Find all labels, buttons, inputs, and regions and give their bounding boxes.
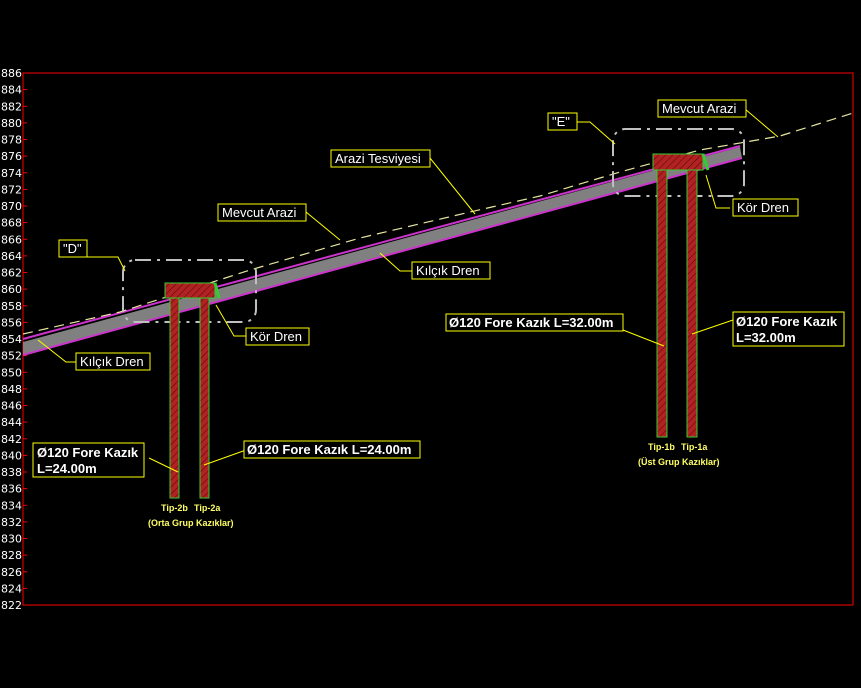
elevation-tick-label: 862 bbox=[1, 267, 22, 280]
callout-detail-d: "D" bbox=[58, 239, 88, 258]
elevation-tick-label: 832 bbox=[1, 516, 22, 529]
elevation-tick-label: 826 bbox=[1, 566, 22, 579]
elevation-tick-label: 874 bbox=[1, 167, 22, 180]
elevation-tick-label: 852 bbox=[1, 350, 22, 363]
elevation-tick-label: 836 bbox=[1, 483, 22, 496]
elevation-tick-label: 872 bbox=[1, 183, 22, 196]
pile-type-1b: Tip-1b bbox=[648, 442, 675, 452]
elevation-tick-label: 864 bbox=[1, 250, 22, 263]
pile-label-middle-right-text: Ø120 Fore Kazık L=24.00m bbox=[247, 442, 411, 457]
elevation-tick-label: 854 bbox=[1, 333, 22, 346]
elevation-tick-label: 850 bbox=[1, 366, 22, 379]
callout-herringbone-drain-mid-text: Kılçık Dren bbox=[416, 263, 480, 278]
callout-herringbone-drain-mid: Kılçık Dren bbox=[411, 261, 491, 280]
elevation-tick-label: 846 bbox=[1, 400, 22, 413]
elevation-tick-label: 866 bbox=[1, 233, 22, 246]
callout-herringbone-drain-left: Kılçık Dren bbox=[75, 352, 151, 371]
elevation-tick-label: 842 bbox=[1, 433, 22, 446]
elevation-tick-label: 884 bbox=[1, 84, 22, 97]
detail-e-outline bbox=[612, 128, 745, 197]
middle-pile-group bbox=[164, 282, 221, 499]
elevation-tick-label: 834 bbox=[1, 499, 22, 512]
elevation-tick-label: 828 bbox=[1, 549, 22, 562]
pile-label-upper-right: Ø120 Fore Kazık L=32.00m bbox=[732, 311, 845, 347]
pile-label-upper-left: Ø120 Fore Kazık L=32.00m bbox=[445, 313, 624, 332]
elevation-tick-label: 830 bbox=[1, 533, 22, 546]
detail-d-outline bbox=[122, 259, 257, 323]
pile-label-middle-left-line2: L=24.00m bbox=[37, 461, 97, 476]
pile-tip-2b bbox=[169, 297, 180, 499]
upper-pile-group bbox=[652, 153, 710, 438]
pile-label-middle-left: Ø120 Fore Kazık L=24.00m bbox=[32, 442, 145, 478]
callout-existing-terrain-right-text: Mevcut Arazi bbox=[662, 101, 737, 116]
elevation-tick-label: 824 bbox=[1, 582, 22, 595]
callout-grading-text: Arazi Tesviyesi bbox=[335, 151, 421, 166]
pile-label-middle-right: Ø120 Fore Kazık L=24.00m bbox=[243, 440, 421, 459]
callout-existing-terrain-right: Mevcut Arazi bbox=[657, 99, 747, 118]
callout-herringbone-drain-left-text: Kılçık Dren bbox=[80, 354, 144, 369]
pile-type-1a: Tip-1a bbox=[681, 442, 708, 452]
pile-label-upper-right-line2: L=32.00m bbox=[736, 330, 796, 345]
callout-blind-drain-right-text: Kör Dren bbox=[737, 200, 789, 215]
pile-label-middle-left-line1: Ø120 Fore Kazık bbox=[37, 445, 139, 460]
elevation-tick-label: 844 bbox=[1, 416, 22, 429]
elevation-tick-label: 860 bbox=[1, 283, 22, 296]
pile-cap-middle bbox=[164, 282, 216, 299]
elevation-tick-label: 848 bbox=[1, 383, 22, 396]
grading-top-line bbox=[22, 145, 741, 340]
callout-detail-e: "E" bbox=[547, 112, 578, 131]
callout-detail-d-text: "D" bbox=[63, 241, 82, 256]
callout-blind-drain-left: Kör Dren bbox=[245, 327, 310, 346]
pile-tip-1a bbox=[686, 169, 698, 438]
existing-terrain-line bbox=[22, 112, 854, 335]
elevation-tick-label: 822 bbox=[1, 599, 22, 612]
blind-drain-mark-left bbox=[213, 282, 221, 299]
callout-blind-drain-left-text: Kör Dren bbox=[250, 329, 302, 344]
fill-layer bbox=[23, 147, 742, 355]
elevation-tick-label: 870 bbox=[1, 200, 22, 213]
pile-label-upper-left-text: Ø120 Fore Kazık L=32.00m bbox=[449, 315, 613, 330]
elevation-tick-label: 858 bbox=[1, 300, 22, 313]
callout-detail-e-text: "E" bbox=[552, 114, 570, 129]
callout-blind-drain-right: Kör Dren bbox=[732, 198, 799, 217]
callout-grading: Arazi Tesviyesi bbox=[330, 149, 431, 168]
elevation-tick-label: 856 bbox=[1, 316, 22, 329]
pile-type-2b: Tip-2b bbox=[161, 503, 188, 513]
pile-type-2a: Tip-2a bbox=[194, 503, 221, 513]
elevation-tick-label: 880 bbox=[1, 117, 22, 130]
elevation-tick-label: 840 bbox=[1, 449, 22, 462]
pile-label-upper-right-line1: Ø120 Fore Kazık bbox=[736, 314, 838, 329]
elevation-tick-label: 882 bbox=[1, 100, 22, 113]
pile-group-upper-name: (Üst Grup Kazıklar) bbox=[638, 457, 720, 467]
drain-bottom-line bbox=[22, 157, 743, 356]
pile-cap-upper bbox=[652, 153, 704, 171]
elevation-tick-label: 838 bbox=[1, 466, 22, 479]
pile-tip-1b bbox=[656, 169, 668, 438]
pile-group-middle-name: (Orta Grup Kazıklar) bbox=[148, 518, 234, 528]
callout-existing-terrain-left-text: Mevcut Arazi bbox=[222, 205, 297, 220]
elevation-tick-label: 868 bbox=[1, 217, 22, 230]
elevation-tick-label: 886 bbox=[1, 67, 22, 80]
pile-tip-2a bbox=[199, 297, 210, 499]
elevation-tick-label: 876 bbox=[1, 150, 22, 163]
blind-drain-mark-right bbox=[701, 153, 710, 171]
elevation-axis: 886 884 882 880 878 876 874 872 870 868 866 864 862 8… bbox=[1, 67, 27, 612]
callout-existing-terrain-left: Mevcut Arazi bbox=[217, 203, 307, 222]
elevation-tick-label: 878 bbox=[1, 134, 22, 147]
